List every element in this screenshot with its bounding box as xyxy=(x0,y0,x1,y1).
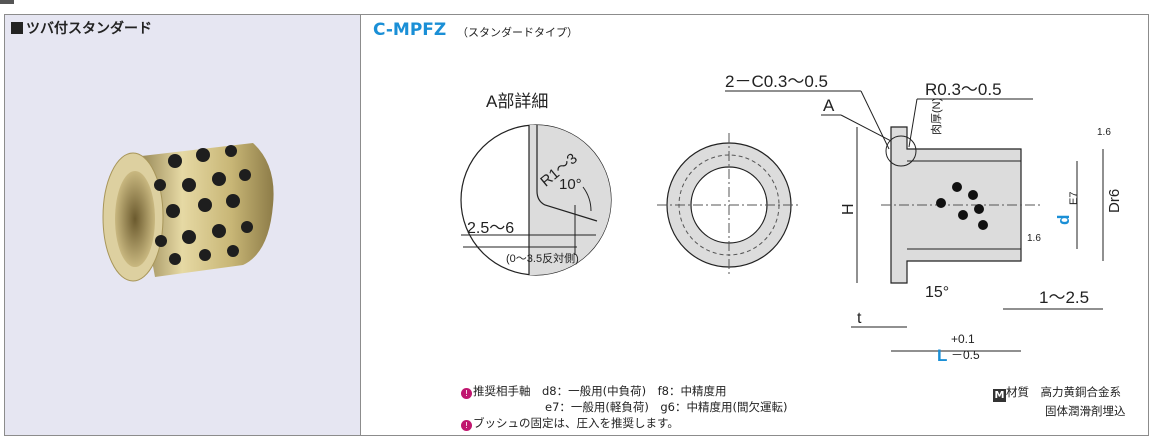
height-label: H xyxy=(840,203,857,215)
detail-a-view: A部詳細 10° R1～3 2.5～6 (0～3.5反対側) xyxy=(460,92,612,276)
detail-title: A部詳細 xyxy=(486,92,548,111)
detail-note: (0～3.5反対側) xyxy=(506,251,579,265)
detail-angle: 10° xyxy=(559,176,582,193)
note-line-1: !推奨相手軸 d8：一般用(中負荷) f8：中精度用 xyxy=(461,383,787,399)
inner-tol-label: E7 xyxy=(1068,192,1080,205)
material-row-2: 固体潤滑剤埋込 xyxy=(1045,404,1126,418)
bushing-photo xyxy=(102,143,274,282)
note-line-3: !ブッシュの固定は、圧入を推奨します。 xyxy=(461,415,787,431)
drawing-panel: C-MPFZ （スタンダードタイプ） A部詳細 10° R1～3 2.5～6 (… xyxy=(361,15,1148,435)
front-view xyxy=(657,133,801,277)
technical-drawing: A部詳細 10° R1～3 2.5～6 (0～3.5反対側) xyxy=(460,72,1123,365)
note-icon: ! xyxy=(461,388,472,399)
material-value-1: 高力黄銅合金系 xyxy=(1040,385,1122,399)
note-line1-text: d8：一般用(中負荷) f8：中精度用 xyxy=(542,384,727,398)
rough-inner: 1.6 xyxy=(1027,233,1041,244)
rough-top: 1.6 xyxy=(1097,127,1111,138)
material-icon: M xyxy=(993,389,1006,402)
inner-d-label: d xyxy=(1054,215,1073,225)
outer-d-label: Dr6 xyxy=(1106,189,1123,213)
heading-square-icon xyxy=(11,22,23,34)
flange-t-label: t xyxy=(857,310,862,327)
material-label: 材質 xyxy=(1006,385,1029,399)
product-heading: ツバ付スタンダード xyxy=(11,18,152,38)
spec-table: ツバ付スタンダード xyxy=(4,14,1149,436)
note-line3-text: ブッシュの固定は、圧入を推奨します。 xyxy=(473,416,679,430)
tol-minus: －0.5 xyxy=(951,348,980,362)
angle-label: 15° xyxy=(925,284,949,301)
detail-ref: A xyxy=(823,96,835,115)
photo-panel: ツバ付スタンダード xyxy=(5,15,361,435)
length-label: L xyxy=(937,346,947,365)
side-radius: R0.3～0.5 xyxy=(925,80,1002,99)
part-code: C-MPFZ xyxy=(373,20,447,40)
detail-length: 2.5～6 xyxy=(467,220,514,237)
part-type: （スタンダードタイプ） xyxy=(457,26,578,39)
range-label: 1～2.5 xyxy=(1039,288,1089,307)
notes-block: !推奨相手軸 d8：一般用(中負荷) f8：中精度用 e7：一般用(軽負荷) g… xyxy=(461,383,787,431)
note-shaft-label: 推奨相手軸 xyxy=(473,384,531,398)
note-line-2: e7：一般用(軽負荷) g6：中精度用(間欠運転) xyxy=(545,400,788,414)
tol-plus: +0.1 xyxy=(951,332,975,346)
wall-label: 肉厚(N) xyxy=(930,98,943,135)
top-strip xyxy=(0,0,1153,14)
note-icon: ! xyxy=(461,420,472,431)
product-heading-text: ツバ付スタンダード xyxy=(26,21,152,37)
top-strip-mark xyxy=(0,0,14,4)
side-chamfer: 2－C0.3～0.5 xyxy=(725,72,828,91)
side-view: 2－C0.3～0.5 R0.3～0.5 A 肉厚(N) H d E7 Dr6 1… xyxy=(725,72,1123,365)
